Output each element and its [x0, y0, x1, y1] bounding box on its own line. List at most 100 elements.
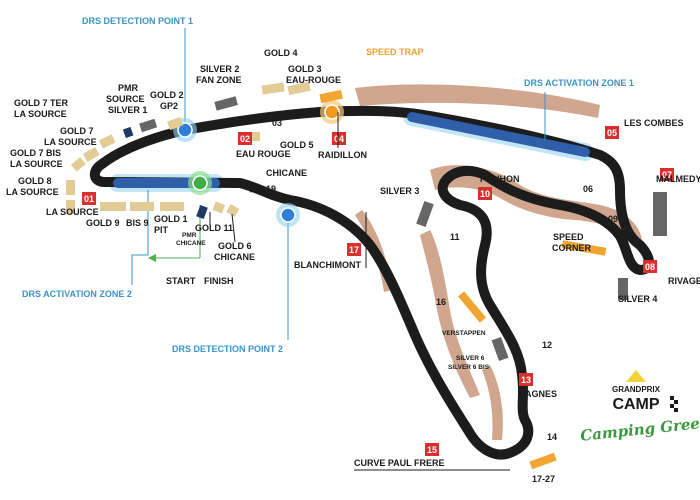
verstappen-label: VERSTAPPEN [442, 330, 486, 337]
eau-rouge-stand-label: EAU-ROUGE [286, 75, 341, 85]
raidillon-label: RAIDILLON [318, 150, 367, 160]
silver-4-label: SILVER 4 [618, 294, 657, 304]
finish-label: FINISH [204, 276, 234, 286]
gold-11-label: GOLD 11 [195, 223, 233, 233]
gold-4-label: GOLD 4 [264, 48, 298, 58]
logo-line3: Camping Green [579, 413, 700, 445]
gold-9-label: GOLD 9 [86, 218, 120, 228]
drs-detection-2-label: DRS DETECTION POINT 2 [172, 344, 283, 354]
speed-corner-label: SPEED [553, 232, 584, 242]
svg-text:07: 07 [662, 170, 672, 180]
gold-7bis-label: GOLD 7 BIS [10, 148, 61, 158]
gold-2-label: GOLD 2 [150, 90, 184, 100]
silver-6-label: SILVER 6 [456, 355, 485, 362]
gold-8-label: GOLD 8 [18, 176, 52, 186]
silver-1-label: SILVER 1 [108, 105, 147, 115]
corner-14-label: 14 [547, 432, 557, 442]
grandstands-silver [139, 96, 667, 362]
pmr-source-stand [122, 126, 134, 139]
fagnes-label: FAGNES [520, 389, 557, 399]
corner-19-label: 19 [266, 184, 276, 194]
pmr-source-label: PMR [118, 83, 139, 93]
speed-trap-label: SPEED TRAP [366, 47, 424, 57]
fan-zone-label: FAN ZONE [196, 75, 242, 85]
grandstands-gold [66, 81, 311, 217]
gold-bis9-label: BIS 9 [126, 218, 149, 228]
logo-tent-icon [626, 370, 646, 382]
pmr-chicane-stand [196, 204, 208, 220]
corner-11-label: 11 [450, 232, 460, 242]
svg-text:04: 04 [334, 134, 344, 144]
gold-1-label: GOLD 1 [154, 214, 188, 224]
silver-2-label: SILVER 2 [200, 64, 239, 74]
chicane-label: CHICANE [266, 168, 307, 178]
terrain-hill-kemmel [355, 84, 600, 118]
corner-03-label: 03 [272, 118, 282, 128]
svg-text:08: 08 [645, 262, 655, 272]
la-source-label: LA SOURCE [46, 207, 99, 217]
pouhon-label: POUHON [480, 174, 520, 184]
start-label: START [166, 276, 196, 286]
speed-corner-sub-label: CORNER [552, 243, 592, 253]
marker-04: 04 [332, 132, 346, 145]
svg-text:05: 05 [607, 128, 617, 138]
speed-trap-point [324, 104, 340, 120]
marker-07: 07 [660, 168, 674, 181]
eau-rouge-label: EAU ROUGE [236, 149, 291, 159]
gold-6-label: GOLD 6 [218, 241, 252, 251]
svg-text:02: 02 [240, 134, 250, 144]
drs-detection-point-1 [177, 122, 193, 138]
marker-17: 17 [347, 243, 361, 256]
circuit-track [89, 105, 654, 460]
grandstands-orange [319, 89, 607, 470]
drs-detection-1-label: DRS DETECTION POINT 1 [82, 16, 193, 26]
svg-text:15: 15 [427, 445, 437, 455]
malmedy-label: MALMEDY [656, 174, 700, 184]
marker-10: 10 [478, 187, 492, 200]
svg-text:13: 13 [521, 375, 531, 385]
gold-8-sub-label: LA SOURCE [6, 187, 59, 197]
corner-19-leader [249, 187, 269, 193]
gold-3-label: GOLD 3 [288, 64, 322, 74]
corner-06-label: 06 [583, 184, 593, 194]
pmr-chicane-label: PMR [182, 232, 197, 239]
gp2-label: GP2 [160, 101, 178, 111]
terrain-hill-bruxelles [420, 230, 480, 398]
logo-line1: GRANDPRIX [612, 385, 661, 394]
start-finish-point [192, 175, 208, 191]
gold-5-label: GOLD 5 [280, 140, 314, 150]
grandprix-camp-logo: GRANDPRIX CAMP Camping Green [579, 370, 700, 445]
curve-paul-frere-label: CURVE PAUL FRERE [354, 458, 445, 468]
gold-6-sub-label: CHICANE [214, 252, 255, 262]
pmr-chicane-sub-label: CHICANE [176, 240, 206, 247]
svg-text:01: 01 [84, 194, 94, 204]
terrain-hill-fagnes [482, 365, 503, 440]
start-arrow-head [148, 254, 156, 262]
gold-7-sub-label: LA SOURCE [44, 137, 97, 147]
pit-label: PIT [154, 225, 169, 235]
silver-3-label: SILVER 3 [380, 186, 419, 196]
svg-text:10: 10 [480, 189, 490, 199]
blanchimont-label: BLANCHIMONT [294, 260, 361, 270]
corner-17-27-label: 17-27 [532, 474, 555, 484]
corner-09-label: 09 [608, 214, 618, 224]
drs-activation-2-line [131, 190, 149, 285]
silver-6-bis-label: SILVER 6 BIS [448, 364, 490, 371]
gold-7-label: GOLD 7 [60, 126, 94, 136]
corner-16-label: 16 [436, 297, 446, 307]
gold-6-leader [231, 213, 236, 243]
svg-text:17: 17 [349, 245, 359, 255]
drs-activation-2-label: DRS ACTIVATION ZONE 2 [22, 289, 132, 299]
marker-15: 15 [425, 443, 439, 456]
pmr-source-sub-label: SOURCE [106, 94, 145, 104]
les-combes-label: LES COMBES [624, 118, 684, 128]
marker-02: 02 [238, 132, 252, 145]
marker-05: 05 [605, 126, 619, 139]
marker-13: 13 [519, 373, 533, 386]
logo-line2: CAMP [612, 396, 659, 413]
logo-checker-icon [670, 396, 678, 412]
marker-01: 01 [82, 192, 96, 205]
drs-zone-1 [407, 112, 590, 157]
rivage-label: RIVAGE [668, 276, 700, 286]
